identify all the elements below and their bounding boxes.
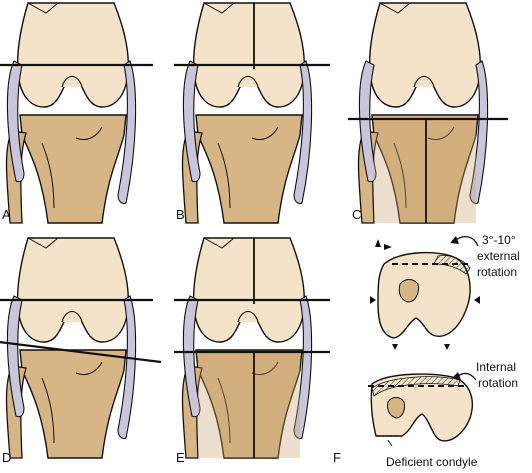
panel-label-f: F [333,450,341,465]
panel-e [174,237,330,459]
panel-d [0,237,162,459]
panel-label-b: B [176,207,185,222]
panel-c [348,2,508,224]
external-rotation-label-3: rotation [477,265,517,279]
panel-b [174,2,330,224]
deficient-condyle-label: Deficient condyle [386,455,478,469]
panel-label-e: E [176,450,185,465]
panel-label-d: D [2,450,11,465]
panel-label-c: C [352,207,361,222]
panel-a [0,2,153,224]
femur-axial-internal-rotation [368,372,477,447]
internal-rotation-label-2: rotation [478,376,518,390]
panel-label-a: A [2,207,11,222]
internal-rotation-label-1: Internal [476,360,516,374]
femur-axial-external-rotation [370,236,480,350]
external-rotation-label-1: 3°-10° [482,233,516,247]
external-rotation-label-2: external [477,249,520,263]
